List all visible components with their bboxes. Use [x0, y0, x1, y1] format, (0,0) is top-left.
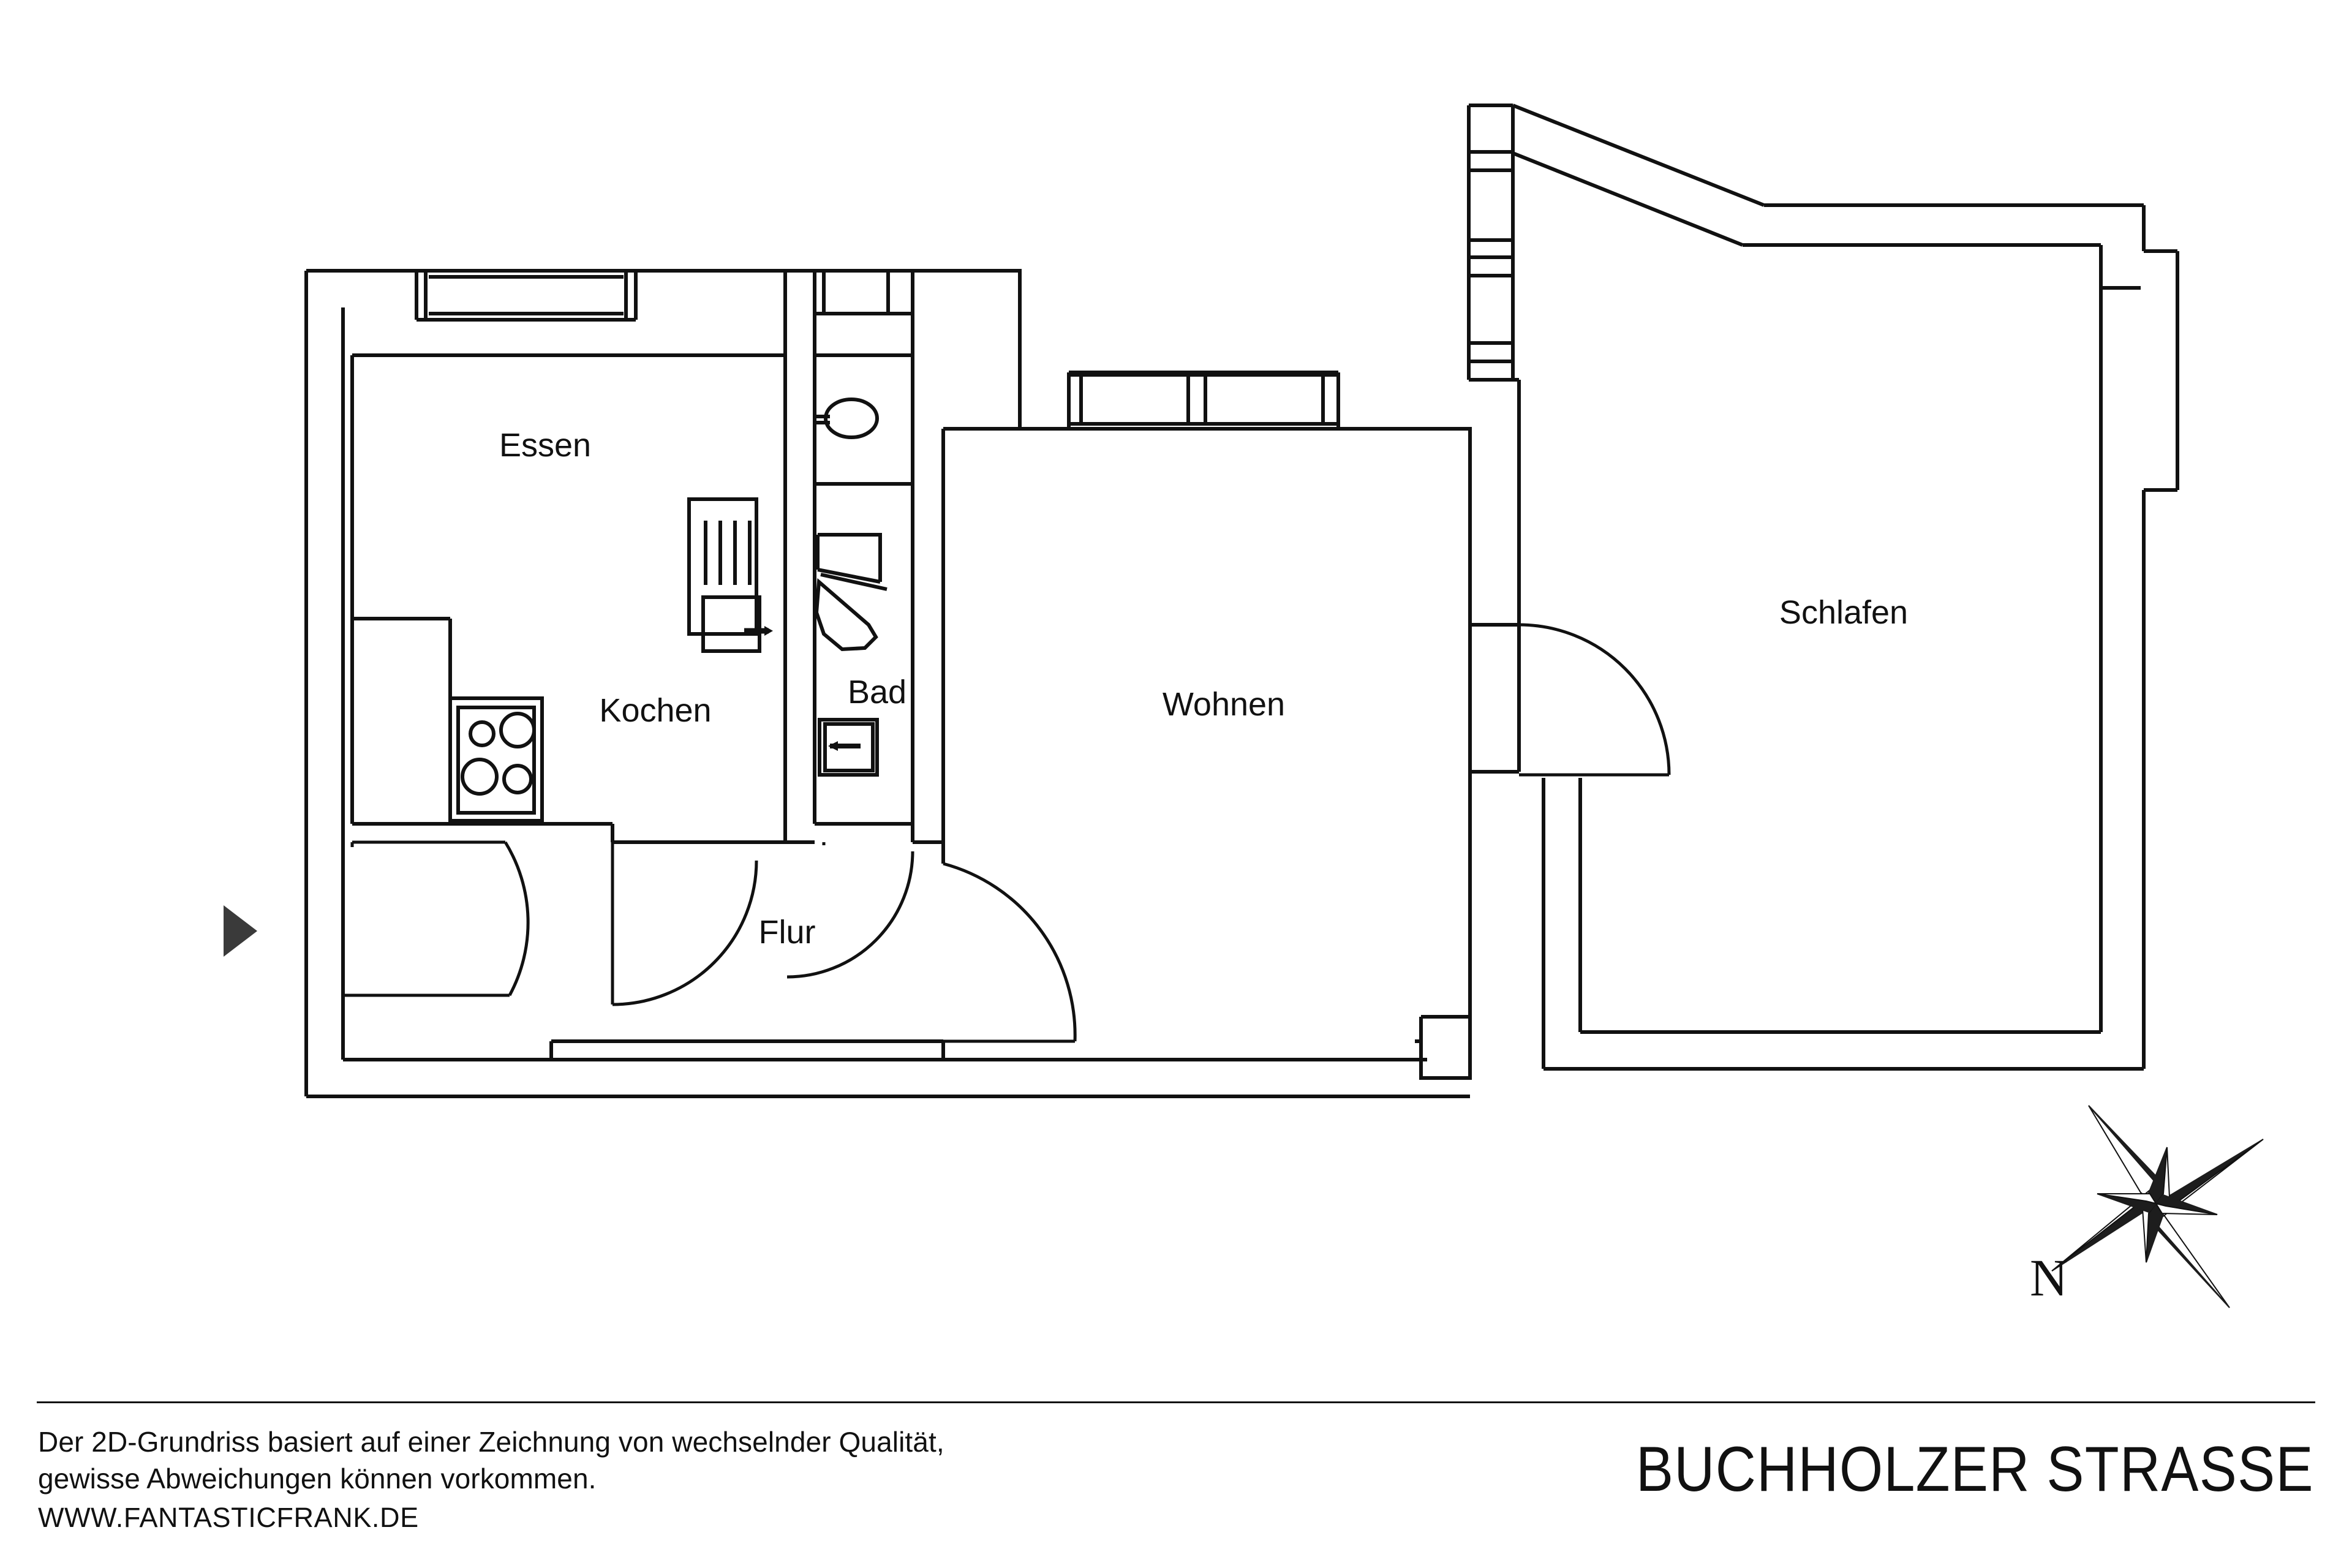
- window-wohnen: [1067, 371, 1340, 429]
- window-essen: [415, 271, 638, 357]
- footer-disclaimer: Der 2D-Grundriss basiert auf einer Zeich…: [38, 1426, 944, 1494]
- compass-north-label: N: [2030, 1248, 2068, 1307]
- room-label-kochen: Kochen: [599, 692, 711, 729]
- shower-tray: [818, 718, 879, 777]
- room-kochen-walls: [350, 271, 787, 844]
- door-entrance: [343, 840, 530, 997]
- door-wohnen: [943, 862, 1077, 1043]
- footer-website-url[interactable]: WWW.FANTASTICFRANK.DE: [38, 1502, 419, 1533]
- door-kochen: [611, 842, 758, 1006]
- window-schlafen: [1469, 150, 1513, 345]
- room-bad-walls: [813, 271, 914, 842]
- door-bad: [786, 842, 914, 979]
- room-label-wohnen: Wohnen: [1163, 686, 1285, 723]
- footer-divider: [37, 1401, 2315, 1403]
- compass-rose-icon: [2051, 1105, 2264, 1308]
- room-schlafen-walls: [1467, 104, 2179, 1071]
- wall-stubs: [549, 824, 1421, 1060]
- room-label-essen: Essen: [499, 427, 591, 464]
- room-wohnen-walls: [941, 427, 1521, 1060]
- room-label-bad: Bad: [848, 674, 907, 710]
- kitchen-sink: [687, 497, 773, 653]
- door-schlafen: [1518, 623, 1671, 777]
- bathroom-washbasin: [816, 398, 879, 439]
- stove-cooktop: [448, 696, 544, 823]
- room-label-flur: Flur: [759, 914, 816, 951]
- page-title: BUCHHOLZER STRASSE: [1636, 1434, 2314, 1505]
- window-bad: [815, 271, 913, 315]
- toilet: [814, 533, 888, 652]
- entrance-arrow-icon: [224, 905, 257, 957]
- room-flur-walls: [343, 840, 943, 1061]
- room-label-schlafen: Schlafen: [1779, 594, 1908, 631]
